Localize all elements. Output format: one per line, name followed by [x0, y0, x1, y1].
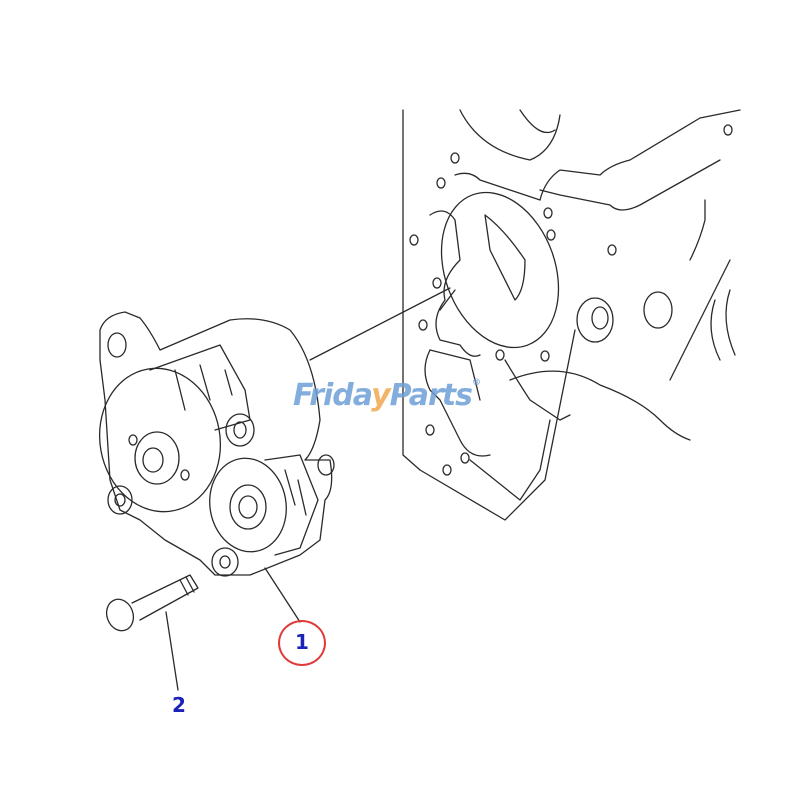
bolt-drawing: [105, 574, 199, 632]
watermark-text-a: Frida: [293, 378, 372, 413]
callout-2[interactable]: 2: [172, 693, 186, 717]
leader-line-1: [264, 567, 301, 623]
watermark-logo: FridayParts®: [293, 378, 481, 413]
tensioner-assembly-drawing: [98, 311, 335, 577]
callout-1[interactable]: 1: [278, 620, 326, 666]
registered-mark: ®: [471, 378, 481, 388]
leader-line-2: [165, 611, 179, 691]
leader-line-cover: [309, 287, 451, 361]
watermark-text-c: Parts: [389, 378, 473, 413]
watermark-text-b: y: [371, 378, 391, 413]
front-cover-drawing: [402, 109, 741, 521]
